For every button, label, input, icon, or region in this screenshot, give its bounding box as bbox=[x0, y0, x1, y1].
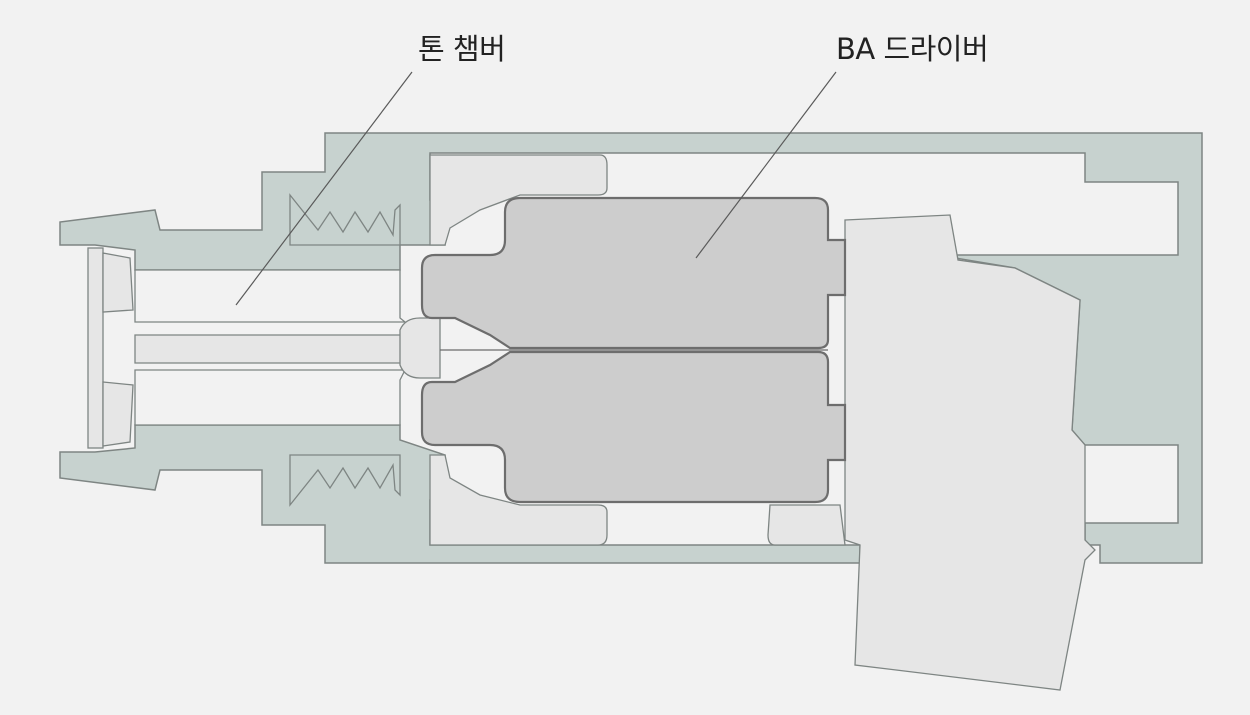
top-chamber-block bbox=[429, 154, 608, 246]
inner-chambers bbox=[134, 154, 1096, 691]
ba-driver-unit-top bbox=[420, 196, 847, 350]
cap-plate bbox=[87, 247, 104, 449]
thread-top bbox=[289, 193, 401, 246]
thread-teeth bbox=[289, 193, 401, 507]
ba-driver-unit-bottom bbox=[420, 350, 847, 504]
bottom-chamber-block bbox=[429, 454, 608, 546]
cap-bottom bbox=[102, 381, 134, 447]
thread-bottom bbox=[289, 454, 401, 507]
leader-ba-driver bbox=[695, 71, 837, 259]
leader-tone-chamber bbox=[235, 71, 413, 306]
spout-bottom-light bbox=[134, 369, 407, 426]
ba-driver bbox=[420, 196, 847, 504]
cable-connector bbox=[844, 214, 1096, 691]
right-block-bottom bbox=[767, 504, 846, 546]
nozzle-end bbox=[399, 317, 441, 379]
cap-top bbox=[102, 252, 134, 313]
eartip-cap bbox=[87, 247, 134, 449]
label-ba-driver: BA 드라이버 bbox=[836, 32, 989, 66]
label-tone-chamber: 톤 챔버 bbox=[418, 32, 506, 66]
leader-lines bbox=[235, 71, 837, 306]
nozzle-tube bbox=[134, 334, 411, 364]
spout-top-light bbox=[134, 269, 407, 323]
